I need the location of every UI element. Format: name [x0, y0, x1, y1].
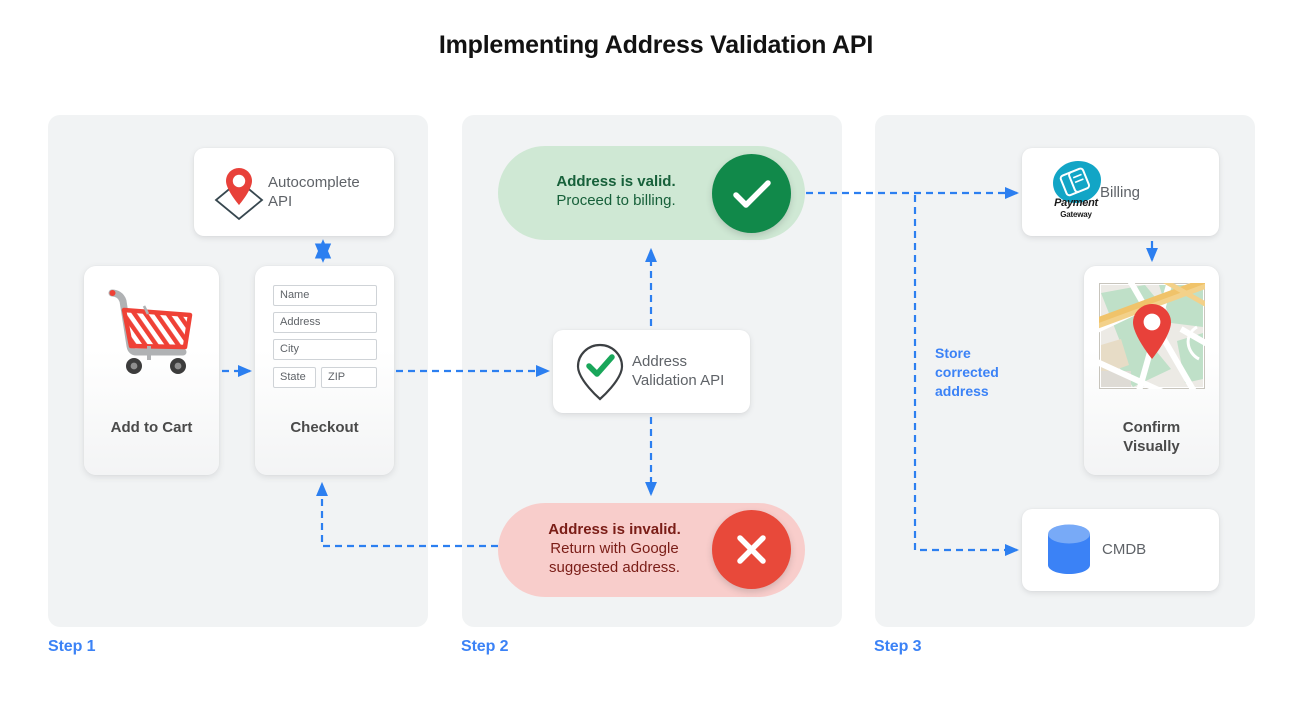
address-valid-text: Address is valid. Proceed to billing. [516, 172, 716, 210]
invalid-close-badge [712, 510, 791, 589]
checkout-label: Checkout [290, 419, 359, 436]
name-field[interactable]: Name [273, 285, 377, 306]
payment-gateway-wordmark: Payment [1054, 197, 1098, 209]
confirm-visually-card[interactable]: Confirm Visually [1084, 266, 1219, 475]
address-invalid-headline: Address is invalid. [548, 521, 681, 538]
checkout-card[interactable]: Name Address City State ZIP Checkout [255, 266, 394, 475]
address-valid-headline: Address is valid. [556, 173, 676, 190]
step-label-1: Step 1 [48, 638, 96, 655]
address-invalid-subline: Return with Google suggested address. [549, 540, 680, 576]
city-field[interactable]: City [273, 339, 377, 360]
step-label-2: Step 2 [461, 638, 509, 655]
zip-field[interactable]: ZIP [321, 367, 377, 388]
cmdb-card[interactable]: CMDB [1022, 509, 1219, 591]
billing-card[interactable]: Payment Gateway Billing [1022, 148, 1219, 236]
page-title: Implementing Address Validation API [438, 31, 874, 59]
store-corrected-address-note: Store corrected address [935, 345, 999, 399]
shopping-cart-icon [108, 289, 193, 374]
autocomplete-api-card[interactable]: Autocomplete API [194, 148, 394, 236]
payment-gateway-icon [1053, 161, 1101, 203]
address-invalid-text: Address is invalid. Return with Google s… [512, 520, 717, 577]
address-validation-api-label: Address Validation API [632, 353, 725, 389]
address-validation-api-card[interactable]: Address Validation API [553, 330, 750, 413]
check-icon [733, 180, 771, 208]
add-to-cart-label: Add to Cart [110, 419, 193, 436]
confirm-visually-label: Confirm Visually [1122, 419, 1181, 455]
add-to-cart-card[interactable]: Add to Cart [84, 266, 219, 475]
address-field[interactable]: Address [273, 312, 377, 333]
cmdb-label: CMDB [1102, 541, 1147, 558]
map-pin-diamond-icon [214, 168, 264, 221]
valid-check-badge [712, 154, 791, 233]
address-valid-subline: Proceed to billing. [556, 192, 676, 209]
state-field[interactable]: State [273, 367, 316, 388]
map-thumbnail-icon [1099, 283, 1205, 389]
close-icon [737, 535, 766, 564]
payment-gateway-sub-wordmark: Gateway [1060, 210, 1092, 219]
map-pin-check-icon [576, 343, 624, 401]
autocomplete-api-label: Autocomplete API [268, 174, 360, 210]
step-label-3: Step 3 [874, 638, 922, 655]
database-icon [1048, 524, 1090, 574]
billing-label: Billing [1100, 184, 1141, 201]
